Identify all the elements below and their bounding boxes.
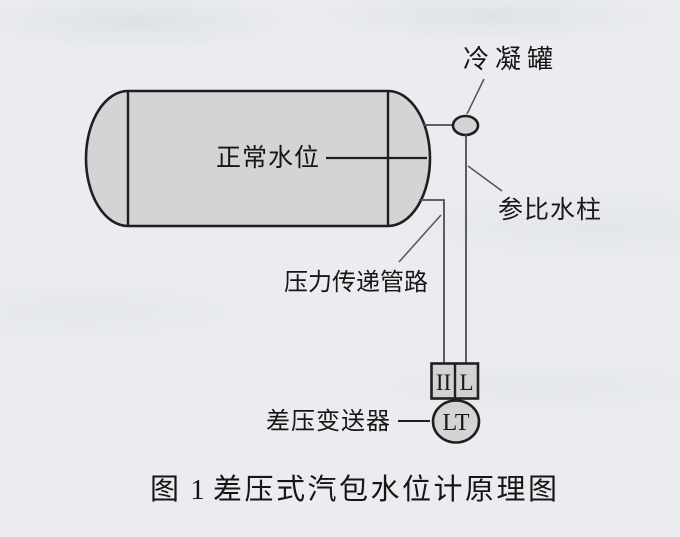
normal-water-level-label: 正常水位 [216,144,320,172]
figure-caption-title: 差压式汽包水位计原理图 [213,473,560,506]
condensate-pot [451,114,480,137]
pressure-pipe-line [419,199,445,363]
port-label-low: L [459,370,473,395]
figure-caption-number: 图 1 [150,474,207,506]
lt-tag: LT [442,410,469,436]
port-label-high: II [436,370,451,395]
reference-column-pointer-line [467,165,503,192]
dp-transmitter-label: 差压变送器 [266,408,391,435]
condensate-pot-label: 冷凝罐 [463,45,559,74]
pressure-pipe-pointer-line [398,214,442,263]
reference-column-label: 参比水柱 [498,196,602,224]
condensate-pot-pointer-line [466,78,485,115]
pressure-piping-label: 压力传递管路 [284,269,428,296]
lt-instrument-circle [431,399,481,444]
